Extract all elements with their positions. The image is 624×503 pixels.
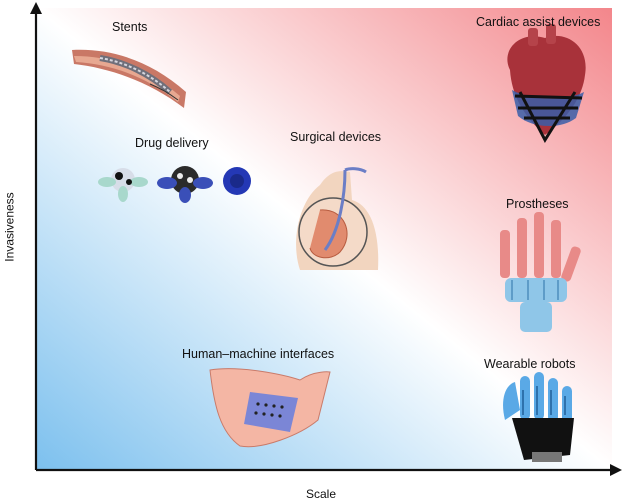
prosthetic-hand-icon [500, 212, 581, 332]
y-axis-label: Invasiveness [2, 192, 17, 262]
category-label-hmi: Human–machine interfaces [182, 347, 335, 361]
category-label-surgical: Surgical devices [290, 130, 382, 144]
category-label-drug: Drug delivery [135, 136, 209, 150]
axes [30, 2, 622, 476]
stent-icon [72, 49, 186, 108]
category-label-cardiac: Cardiac assist devices [476, 15, 601, 29]
x-axis-arrow [610, 464, 622, 476]
soft-glove-icon [503, 372, 574, 462]
drug-gripper-icon [98, 166, 251, 203]
y-axis-arrow [30, 2, 42, 14]
category-label-stents: Stents [112, 20, 148, 34]
category-label-wearable: Wearable robots [484, 357, 576, 371]
x-axis-label: Scale [306, 487, 337, 501]
heart-sleeve-icon [507, 24, 586, 144]
endoscope-stomach-icon [296, 167, 379, 270]
skin-patch-icon [209, 368, 331, 448]
category-label-prostheses: Prostheses [506, 197, 569, 211]
